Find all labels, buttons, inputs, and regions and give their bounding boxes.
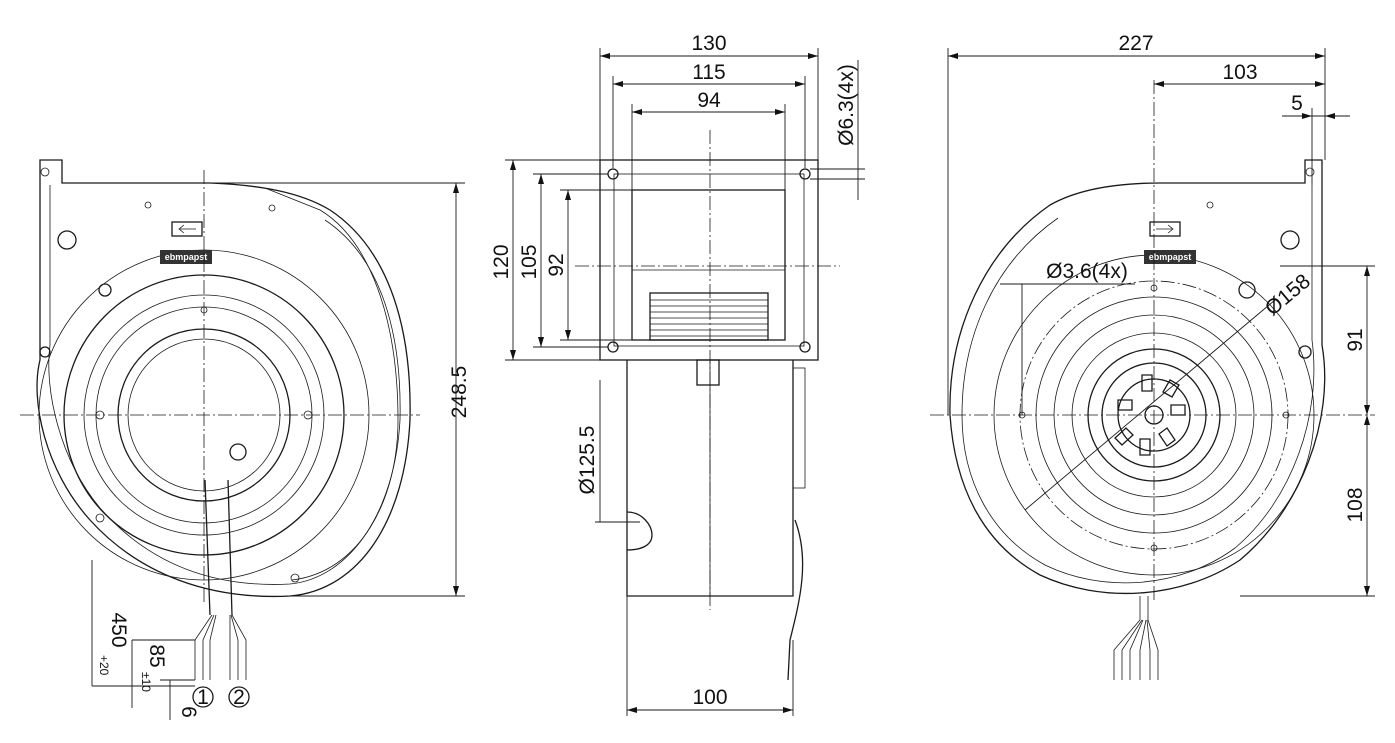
mid-tab xyxy=(696,359,720,386)
wire-marker-1-label: 1 xyxy=(197,686,209,709)
flange-label: 5 xyxy=(1291,92,1303,115)
right-view: ebmpapst xyxy=(930,80,1375,680)
left-housing-outline xyxy=(36,159,411,598)
left-hole-j xyxy=(144,201,152,209)
left-hole-a xyxy=(57,230,77,250)
height-overall-label: 120 xyxy=(490,244,513,279)
left-view: ebmpapst 1 2 xyxy=(20,159,420,709)
hole-dia-label: Ø6.3(4x) xyxy=(835,64,858,146)
left-housing-inner xyxy=(48,185,401,585)
mid-hole-br xyxy=(799,341,811,353)
bolt-circle-label: Ø158 xyxy=(1261,270,1315,321)
left-hole-k xyxy=(268,204,276,212)
wire-marker-2 xyxy=(228,686,250,708)
width-overall-label: 130 xyxy=(691,32,726,55)
right-logo-plate xyxy=(1144,250,1196,264)
wire-marker-2-label: 2 xyxy=(233,686,245,709)
right-hole-a xyxy=(1280,230,1300,250)
lower-height-label: 108 xyxy=(1344,487,1367,522)
mid-impeller-blades xyxy=(650,299,768,337)
left-hole-i xyxy=(290,573,300,583)
axis-offset-label: 103 xyxy=(1222,61,1257,84)
right-rotor-vents xyxy=(1114,374,1186,456)
right-housing-inner xyxy=(961,185,1315,584)
depth-label: 100 xyxy=(692,686,727,709)
left-hole-d xyxy=(40,167,50,177)
upper-height-label: 91 xyxy=(1344,328,1367,351)
right-arrow-icon xyxy=(1156,224,1174,234)
mid-hole-tr xyxy=(799,168,811,180)
right-hole-b xyxy=(1238,281,1256,299)
height-holes-label: 105 xyxy=(518,244,541,279)
length-total-label: 227 xyxy=(1118,32,1153,55)
right-arrow-plate xyxy=(1149,221,1181,237)
mid-impeller xyxy=(649,292,769,341)
mid-inner-frame xyxy=(613,173,805,347)
middle-view xyxy=(575,130,840,681)
mount-dia-label: Ø3.6(4x) xyxy=(1046,260,1128,283)
width-inner-label: 94 xyxy=(697,89,721,112)
mid-hole-bl xyxy=(607,341,619,353)
mid-inlet-notch xyxy=(626,511,653,551)
height-inner-label: 92 xyxy=(545,253,568,276)
mid-side-rail xyxy=(792,367,806,489)
right-hole-d xyxy=(1305,167,1315,177)
left-arrow-plate xyxy=(171,221,203,237)
right-hole-i xyxy=(1206,201,1214,209)
inlet-dia-label: Ø125.5 xyxy=(576,426,599,495)
right-logo-text: ebmpapst xyxy=(1149,252,1192,262)
flange-arrows xyxy=(1302,113,1335,119)
mid-outlet xyxy=(631,189,786,341)
left-scroll-band xyxy=(264,187,399,581)
strip-length-tol: ±10 xyxy=(139,672,153,692)
left-wire-bundle xyxy=(194,614,247,680)
bolt-circle-leader xyxy=(1024,299,1276,511)
left-hole-c xyxy=(39,346,51,358)
cable-length-label: 450 xyxy=(107,612,130,647)
mid-cable xyxy=(787,519,804,681)
left-dimensions: 248.5 450 +20 85 ±10 6 xyxy=(91,182,471,720)
wire-end-label: 6 xyxy=(177,706,200,718)
left-hole-h xyxy=(95,513,105,523)
right-cable xyxy=(1113,596,1159,680)
left-hub xyxy=(229,443,247,461)
middle-dimensions: 130 115 94 Ø6.3(4x) 120 105 92 Ø125.5 xyxy=(490,32,865,716)
left-arrow-icon xyxy=(178,224,196,234)
cable-length-tol: +20 xyxy=(97,655,111,676)
left-cable xyxy=(204,479,233,616)
width-holes-label: 115 xyxy=(692,61,725,84)
wire-marker-1 xyxy=(192,686,214,708)
left-logo-text: ebmpapst xyxy=(165,252,208,262)
right-dimensions: 227 103 5 Ø3.6(4x) Ø158 91 108 xyxy=(947,32,1375,597)
housing-height-label: 248.5 xyxy=(448,366,471,419)
left-hole-b xyxy=(98,283,112,297)
right-hole-c xyxy=(1298,345,1312,359)
right-housing-outline xyxy=(949,159,1326,594)
strip-length-label: 85 xyxy=(145,644,168,667)
left-logo-plate xyxy=(160,250,212,264)
